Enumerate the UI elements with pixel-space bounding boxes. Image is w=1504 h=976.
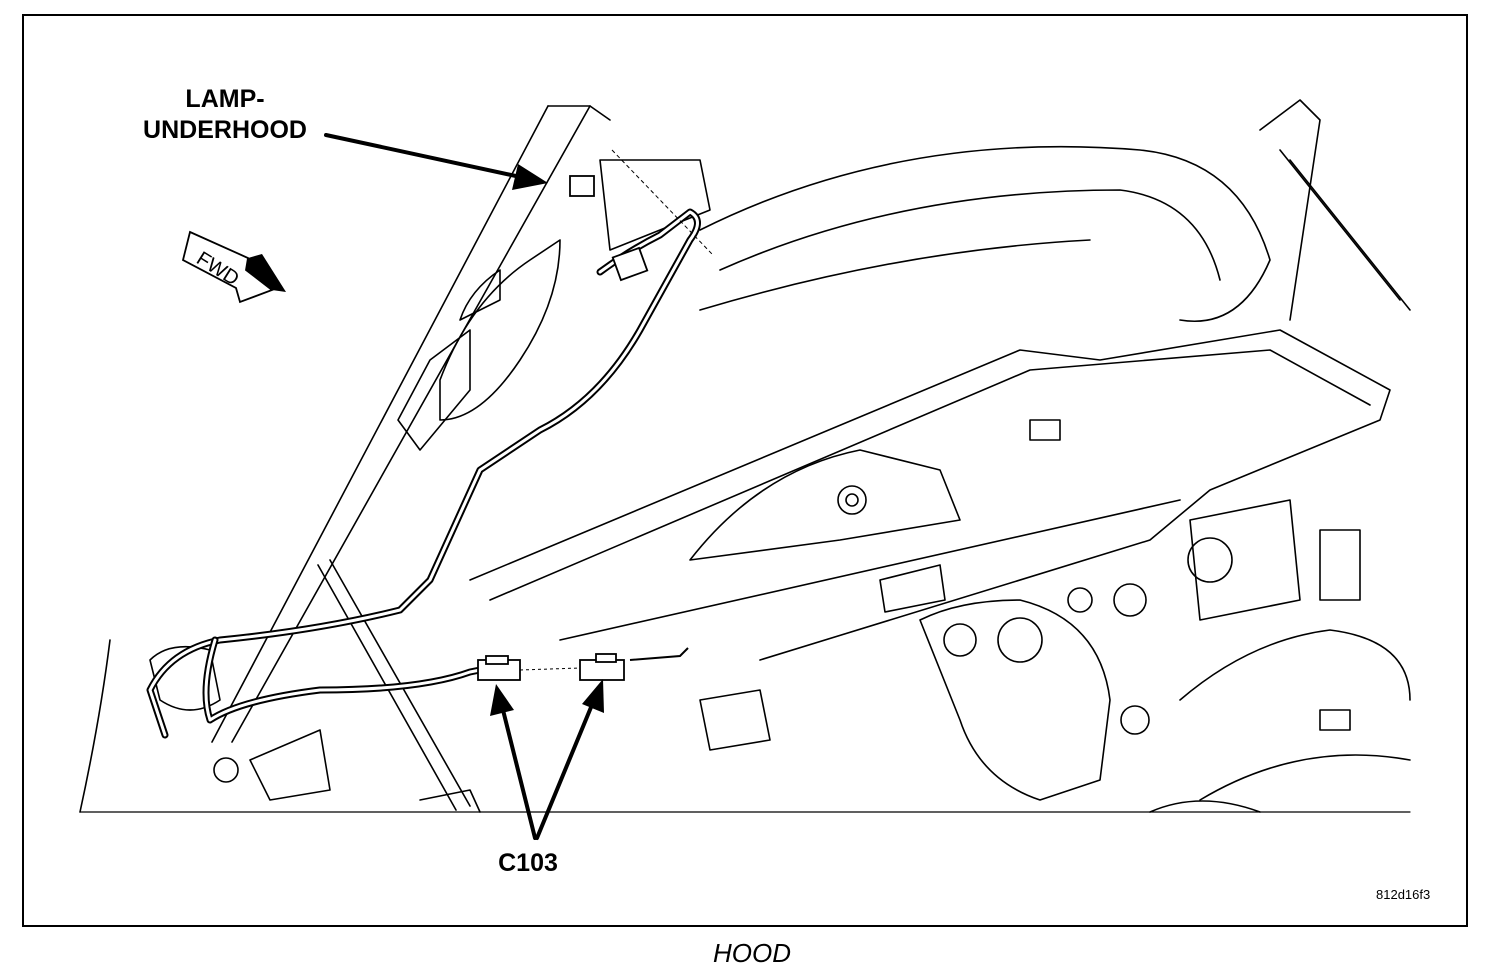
c103-label: C103 (498, 849, 558, 877)
lamp-underhood-label-line2: UNDERHOOD (143, 116, 307, 144)
figure-caption: HOOD (713, 938, 791, 968)
connector-mate-line (519, 667, 581, 671)
lamp-arrowhead (512, 164, 548, 190)
figure-border (22, 14, 1468, 927)
callout-arrowheads (490, 164, 604, 716)
lamp-underhood-connector (569, 175, 649, 282)
c103-leader-line-1 (500, 704, 537, 840)
c103-leader-line-2 (535, 698, 596, 840)
hood-edge-inner (231, 105, 591, 743)
fwd-arrow-icon: FWD (181, 230, 286, 304)
firewall-panel (919, 599, 1111, 801)
c103-arrowhead-1 (490, 684, 514, 716)
cowl-panel (469, 329, 1391, 661)
c103-connector (477, 653, 625, 681)
lamp-leader-line (324, 133, 527, 180)
lamp-underhood-label-line1: LAMP- (185, 85, 265, 113)
callout-leaders (324, 133, 596, 840)
figure-code: 812d16f3 (1376, 887, 1431, 902)
c103-arrowhead-2 (582, 679, 604, 713)
